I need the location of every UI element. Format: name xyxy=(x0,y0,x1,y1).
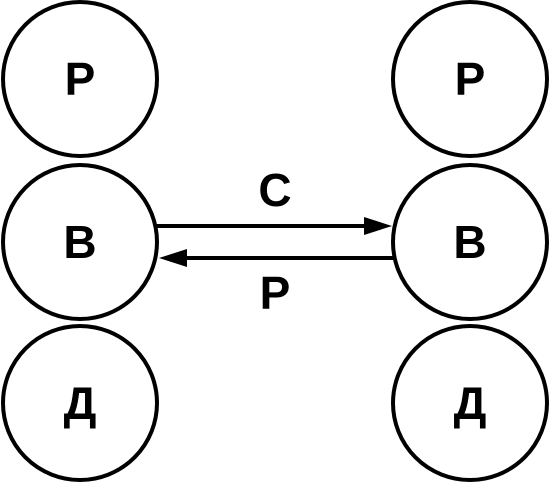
right-column: Р В Д xyxy=(391,0,549,482)
left-middle-circle xyxy=(1,163,159,321)
lower-arrow-head xyxy=(159,249,187,267)
right-bottom-circle xyxy=(391,324,549,482)
right-bottom-label: Д xyxy=(454,377,487,429)
right-top-label: Р xyxy=(455,53,486,105)
lower-edge-label: Р xyxy=(260,267,291,319)
upper-arrow xyxy=(157,217,392,235)
right-middle-label: В xyxy=(453,216,486,268)
upper-arrow-head xyxy=(364,217,392,235)
left-middle-label: В xyxy=(63,216,96,268)
left-bottom-label: Д xyxy=(64,377,97,429)
upper-edge-label: С xyxy=(258,164,291,216)
left-top-circle xyxy=(1,0,159,158)
right-top-circle xyxy=(391,0,549,158)
lower-arrow xyxy=(159,249,393,267)
right-middle-circle xyxy=(391,163,549,321)
left-bottom-circle xyxy=(1,324,159,482)
left-top-label: Р xyxy=(65,53,96,105)
left-column: Р В Д xyxy=(1,0,159,482)
